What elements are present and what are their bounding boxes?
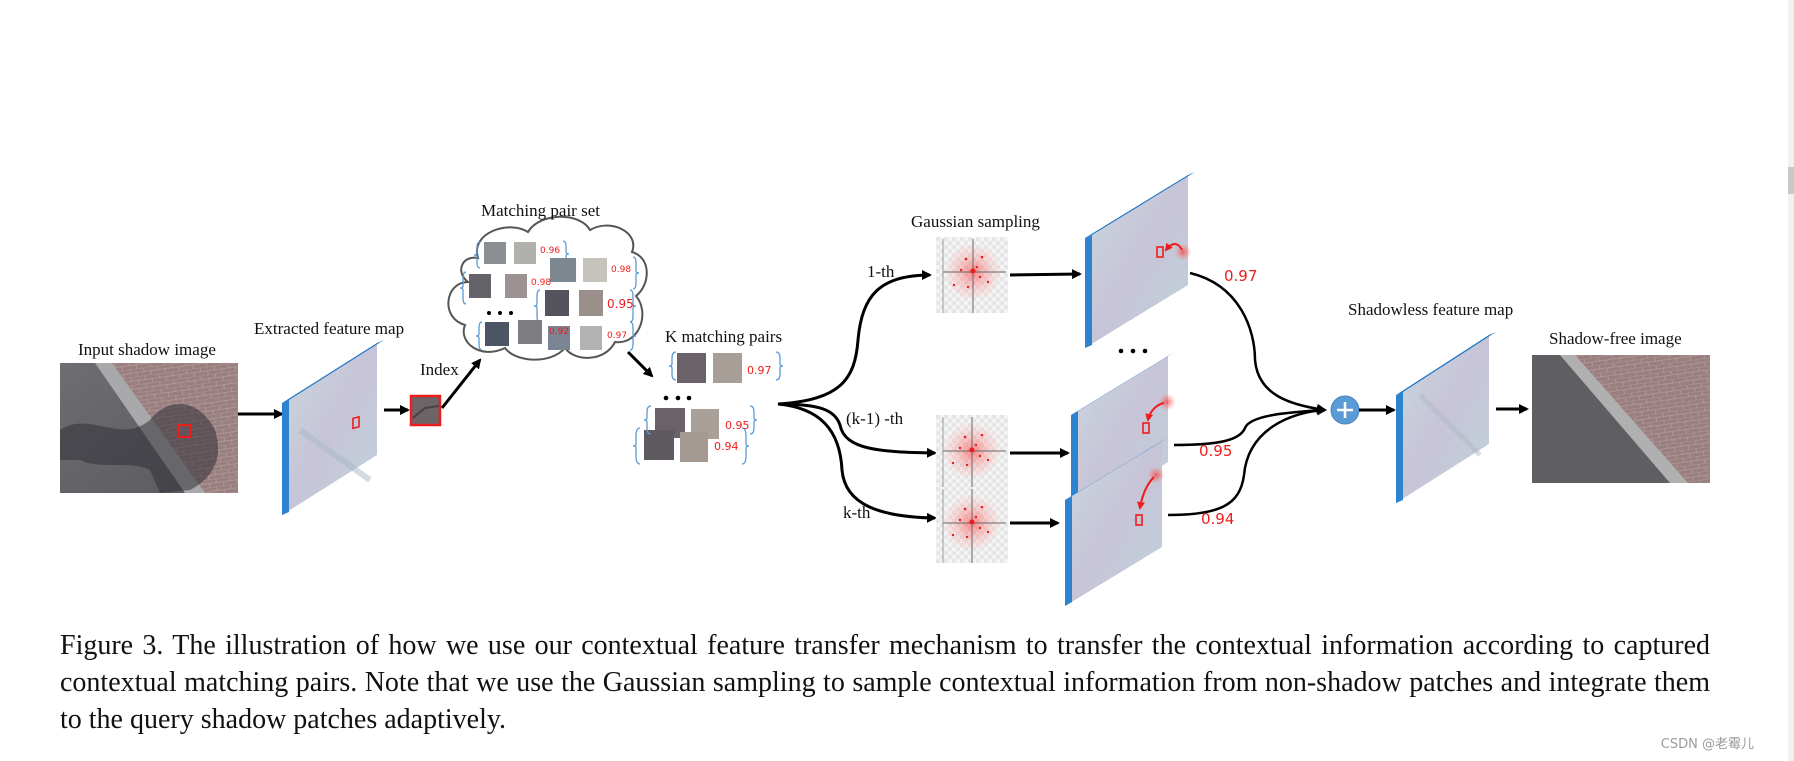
figure-diagram bbox=[60, 172, 1710, 606]
scrollbar-thumb[interactable] bbox=[1788, 167, 1794, 194]
score-cloud-6: 0.97 bbox=[607, 331, 628, 341]
score-cloud-4: 0.95 bbox=[607, 297, 634, 311]
label-k-matching-pairs: K matching pairs bbox=[665, 327, 783, 346]
label-shadowless-feature-map: Shadowless feature map bbox=[1348, 300, 1514, 319]
sum-operator bbox=[1330, 395, 1360, 425]
k-matching-pairs bbox=[632, 351, 784, 465]
label-input-shadow-image: Input shadow image bbox=[78, 340, 216, 359]
score-kpair-3: 0.94 bbox=[714, 440, 739, 453]
branch-arrows bbox=[777, 269, 1082, 528]
branch-feature-map-3 bbox=[1065, 437, 1169, 606]
vertical-scrollbar[interactable] bbox=[1788, 0, 1794, 761]
score-kpair-1: 0.97 bbox=[747, 364, 772, 377]
label-k-th: k-th bbox=[843, 503, 871, 522]
score-kpair-2: 0.95 bbox=[725, 419, 750, 432]
label-k-minus-1-th: (k-1) -th bbox=[846, 409, 904, 428]
arrow-cloud-to-kpairs bbox=[626, 350, 654, 378]
query-patch-marker bbox=[177, 424, 191, 438]
label-gaussian-sampling: Gaussian sampling bbox=[911, 212, 1040, 231]
score-cloud-3: 0.98 bbox=[611, 265, 632, 275]
figure-caption: Figure 3. The illustration of how we use… bbox=[60, 630, 1710, 735]
score-branch-3: 0.94 bbox=[1201, 510, 1235, 528]
label-matching-pair-set: Matching pair set bbox=[481, 201, 600, 220]
label-shadow-free-image: Shadow-free image bbox=[1549, 329, 1682, 348]
branch-feature-map-2 bbox=[1071, 352, 1176, 520]
score-branch-2: 0.95 bbox=[1199, 442, 1233, 460]
score-cloud-5: 0.92 bbox=[549, 327, 570, 337]
score-branch-1: 0.97 bbox=[1224, 267, 1258, 285]
gaussian-sampling-plot-1 bbox=[936, 237, 1008, 313]
branch-feature-map-1 bbox=[1085, 172, 1195, 348]
index-patch bbox=[409, 394, 442, 427]
extracted-feature-map bbox=[282, 340, 384, 515]
watermark: CSDN @老霉儿 bbox=[1660, 737, 1754, 752]
input-shadow-image bbox=[60, 363, 238, 493]
matching-pair-cloud bbox=[447, 215, 648, 361]
merge-arrows bbox=[1167, 271, 1327, 517]
score-cloud-1: 0.96 bbox=[540, 246, 561, 256]
shadow-free-image bbox=[1532, 355, 1710, 483]
score-cloud-2: 0.98 bbox=[531, 278, 552, 288]
gaussian-sampling-plot-3 bbox=[936, 487, 1008, 563]
label-index: Index bbox=[420, 360, 459, 379]
label-extracted-feature-map: Extracted feature map bbox=[254, 319, 405, 338]
gaussian-sampling-plot-2 bbox=[936, 415, 1008, 487]
label-1-th: 1-th bbox=[867, 262, 895, 281]
arrow-index-to-cloud bbox=[440, 358, 482, 409]
shadowless-feature-map bbox=[1396, 332, 1496, 503]
ellipsis-feature-maps bbox=[1118, 348, 1148, 354]
